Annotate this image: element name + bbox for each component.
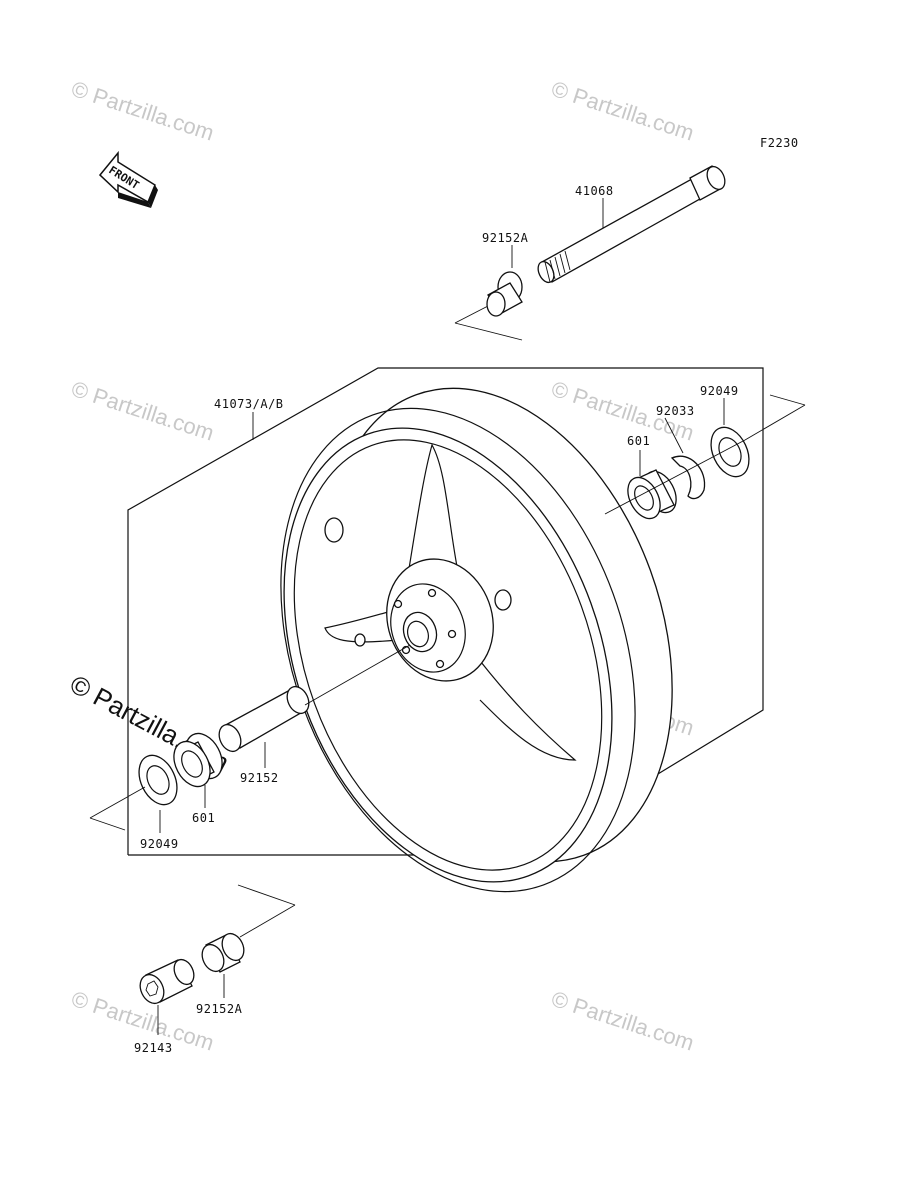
label-wheel: 41073/A/B <box>214 397 284 411</box>
label-collar-bottom: 92152A <box>196 1002 243 1016</box>
watermark: © Partzilla.com <box>68 76 217 146</box>
bearing-left-part <box>173 732 223 788</box>
front-arrow-icon: FRONT <box>98 150 158 208</box>
label-bearing-right: 601 <box>627 434 650 448</box>
seal-left-part <box>138 754 178 806</box>
wheel-part <box>280 387 673 893</box>
label-bearing-left: 601 <box>192 811 215 825</box>
nut-part <box>139 958 195 1005</box>
collar-top-part <box>486 271 523 317</box>
label-axle: 41068 <box>575 184 614 198</box>
label-collar-top: 92152A <box>482 231 529 245</box>
watermark: © Partzilla.com <box>548 76 697 146</box>
spacer-part <box>218 685 310 753</box>
watermark: © Partzilla.com <box>548 986 697 1056</box>
collar-bottom-part <box>201 884 296 973</box>
axle-part <box>454 165 726 341</box>
label-seal-right: 92049 <box>700 384 739 398</box>
bearing-right-part <box>627 469 677 520</box>
label-nut: 92143 <box>134 1041 173 1055</box>
label-circlip: 92033 <box>656 404 695 418</box>
label-seal-left: 92049 <box>140 837 179 851</box>
watermark: © Partzilla.com <box>68 376 217 446</box>
circlip-part <box>670 455 706 500</box>
diagram-code: F2230 <box>760 136 799 150</box>
seal-right-part <box>710 426 750 478</box>
label-spacer: 92152 <box>240 771 279 785</box>
